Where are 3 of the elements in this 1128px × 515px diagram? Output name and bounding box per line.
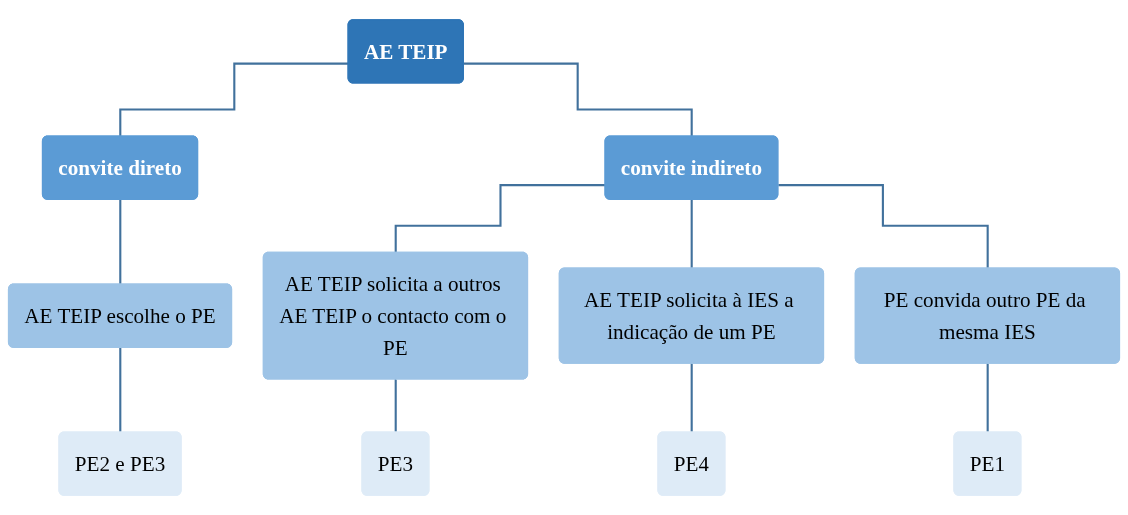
connector: [394, 184, 606, 254]
connector: [778, 184, 989, 270]
connector: [690, 198, 693, 270]
